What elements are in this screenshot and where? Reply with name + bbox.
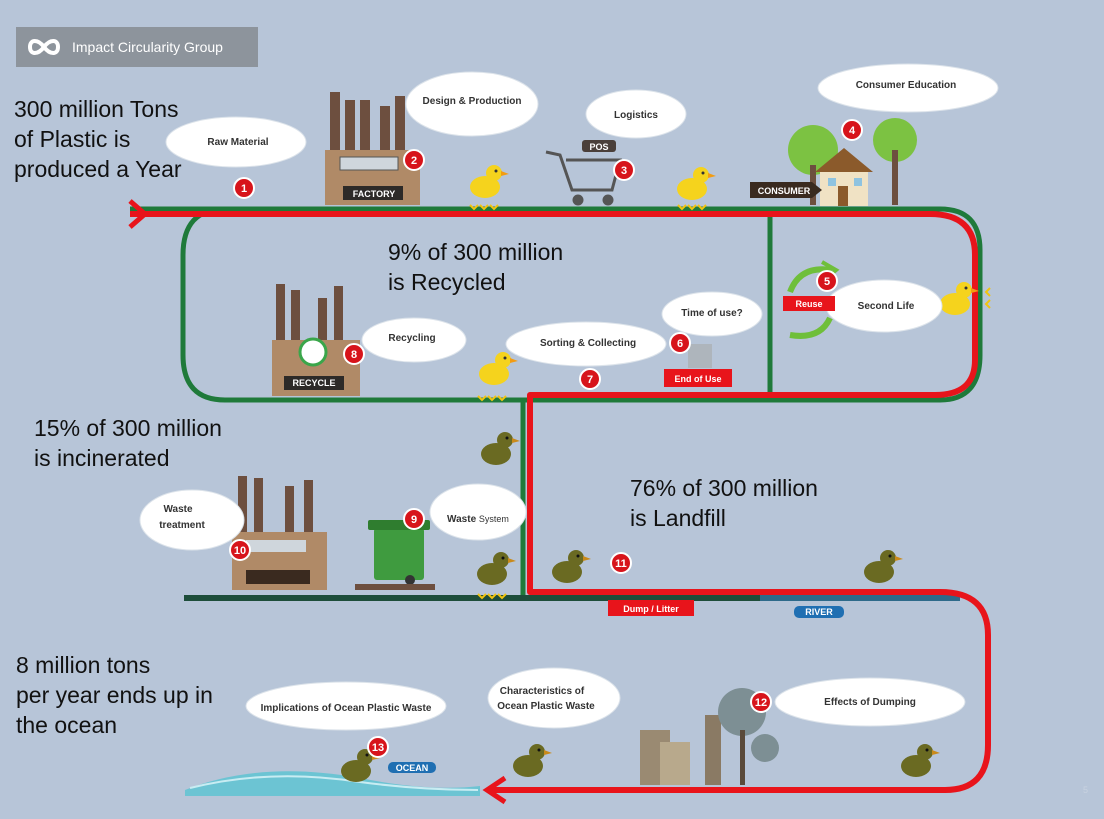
tag-factory: FACTORY (353, 189, 396, 199)
stat-produced-line-1: 300 million Tons (14, 96, 179, 122)
stat-produced: 300 million Tons of Plastic is produced … (14, 94, 182, 184)
step-10: 10 (234, 545, 246, 557)
cloud-characteristics (487, 667, 621, 729)
road-network (130, 206, 983, 598)
cloud-effects (774, 677, 966, 727)
step-1: 1 (241, 183, 247, 195)
label-consumer-education: Consumer Education (856, 80, 957, 91)
step-3: 3 (621, 165, 627, 177)
consumer-signpost (750, 182, 822, 198)
label-characteristics-line-1: Characteristics of (500, 686, 585, 697)
stat-recycled-line-2: is Recycled (388, 269, 506, 295)
incinerator-icon (232, 476, 327, 590)
stat-recycled: 9% of 300 million is Recycled (388, 237, 563, 297)
waste-bin-icon (355, 520, 435, 590)
stat-ocean-line-1: 8 million tons (16, 652, 151, 678)
label-implications: Implications of Ocean Plastic Waste (261, 703, 432, 714)
step-13: 13 (372, 742, 384, 754)
label-sorting: Sorting & Collecting (540, 338, 636, 349)
stat-incinerated: 15% of 300 million is incinerated (34, 413, 222, 473)
step-5: 5 (824, 276, 830, 288)
cloud-sorting (505, 321, 667, 367)
stat-produced-line-2: of Plastic is (14, 126, 131, 152)
stat-ocean: 8 million tons per year ends up in the o… (16, 650, 213, 740)
label-recycling: Recycling (388, 333, 435, 344)
shopping-cart-icon (545, 150, 622, 206)
ocean-water (185, 771, 480, 796)
flow-end-arrow (482, 775, 507, 805)
step-11: 11 (615, 558, 627, 570)
step-7: 7 (587, 374, 593, 386)
tag-recycle: RECYCLE (292, 378, 335, 388)
stat-landfill-line-1: 76% of 300 million (630, 475, 818, 501)
label-waste-treatment-line-1: Waste (163, 504, 193, 515)
label-effects: Effects of Dumping (824, 697, 916, 708)
stat-recycled-line-1: 9% of 300 million (388, 239, 564, 265)
step-badges: 1 2 3 4 5 6 7 8 9 10 11 12 13 (229, 119, 863, 758)
trash-container (688, 344, 712, 368)
tag-reuse: Reuse (795, 299, 822, 309)
label-time-of-use: Time of use? (681, 308, 743, 319)
stat-incinerated-line-1: 15% of 300 million (34, 415, 222, 441)
flow-start-arrow (128, 199, 149, 229)
cloud-implications (245, 681, 447, 731)
brand-logo: Impact Circularity Group (16, 27, 258, 67)
stat-landfill-line-2: is Landfill (630, 505, 726, 531)
cloud-consumer-education (817, 63, 999, 113)
tag-end-of-use: End of Use (674, 374, 721, 384)
stat-ocean-line-2: per year ends up in (16, 682, 213, 708)
cloud-waste-treatment (139, 489, 245, 551)
city-ruins-icon (640, 688, 779, 785)
step-8: 8 (351, 349, 357, 361)
stat-ocean-line-3: the ocean (16, 712, 118, 738)
flow-line (130, 211, 991, 793)
step-6: 6 (677, 338, 683, 350)
step-9: 9 (411, 514, 417, 526)
label-second-life: Second Life (858, 301, 915, 312)
tag-consumer: CONSUMER (758, 186, 811, 196)
label-waste-treatment-line-2: treatment (159, 520, 205, 531)
step-2: 2 (411, 155, 417, 167)
cloud-logistics (585, 89, 687, 139)
label-characteristics-line-2: Ocean Plastic Waste (497, 701, 595, 712)
label-waste-system: Waste System (447, 514, 509, 525)
stat-produced-line-3: produced a Year (14, 156, 182, 182)
cloud-recycling (361, 317, 467, 363)
tag-ocean: OCEAN (396, 763, 429, 773)
cloud-design-production (405, 71, 539, 137)
tag-pos: POS (589, 142, 608, 152)
infinity-loop-icon (27, 39, 61, 55)
stat-landfill: 76% of 300 million is Landfill (630, 473, 818, 533)
brand-name: Impact Circularity Group (72, 39, 223, 55)
stat-incinerated-line-2: is incinerated (34, 445, 170, 471)
label-logistics: Logistics (614, 110, 658, 121)
cloud-waste-system (429, 483, 527, 541)
step-4: 4 (849, 125, 856, 137)
step-12: 12 (755, 697, 767, 709)
label-design-production: Design & Production (423, 96, 522, 107)
cloud-time-of-use (661, 291, 763, 337)
tag-dump-litter: Dump / Litter (623, 604, 679, 614)
label-raw-material: Raw Material (207, 137, 268, 148)
cloud-raw-material (165, 116, 307, 168)
tag-river: RIVER (805, 607, 833, 617)
page-number: 5 (1082, 785, 1088, 795)
